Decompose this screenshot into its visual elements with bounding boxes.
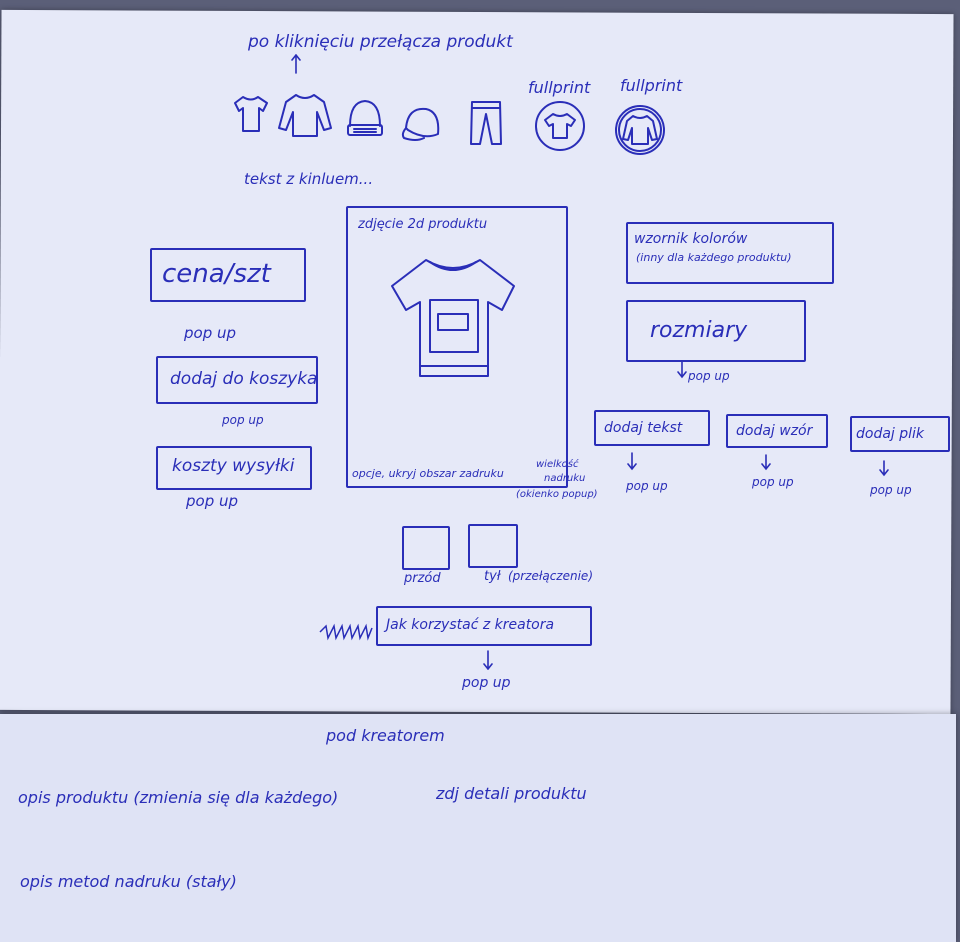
back-view-thumb[interactable]: [468, 524, 518, 568]
down-arrow-icon: [677, 360, 687, 379]
add-to-cart-button[interactable]: dodaj do koszyka: [156, 356, 318, 404]
add-pattern-button[interactable]: dodaj wzór: [726, 414, 828, 448]
color-swatch-box[interactable]: wzornik kolorów (inny dla każdego produk…: [626, 222, 834, 284]
print-size-caption-1: wielkość: [536, 459, 579, 470]
add-file-button[interactable]: dodaj plik: [850, 416, 950, 452]
add-text-button[interactable]: dodaj tekst: [594, 410, 710, 446]
tshirt-preview-icon: [391, 259, 515, 377]
add-file-label: dodaj plik: [856, 426, 925, 442]
add-to-cart-label: dodaj do koszyka: [170, 369, 318, 389]
print-size-caption-3: (okienko popup): [516, 489, 598, 500]
how-to-use-button[interactable]: Jak korzystać z kreatora: [376, 606, 592, 646]
price-box: cena/szt: [150, 248, 306, 302]
back-label: tył: [484, 569, 501, 584]
sizes-select[interactable]: rozmiary: [626, 300, 806, 362]
shipping-cost-button[interactable]: koszty wysyłki: [156, 446, 312, 490]
print-size-caption-2: nadruku: [544, 473, 586, 484]
long-sleeve-icon[interactable]: [278, 92, 334, 138]
text-colors-note: tekst z kinluem...: [244, 170, 374, 188]
preview-options-caption[interactable]: opcje, ukryj obszar zadruku: [352, 467, 504, 480]
paper-sheet-bottom: [0, 714, 956, 942]
switch-product-note: po kliknięciu przełącza produkt: [248, 32, 513, 52]
color-swatch-note: (inny dla każdego produktu): [636, 251, 792, 264]
shipping-cost-label: koszty wysyłki: [172, 456, 295, 476]
sizes-label: rozmiary: [650, 318, 748, 343]
fullprint-longsleeve-icon[interactable]: [614, 104, 666, 156]
below-creator-heading: pod kreatorem: [326, 726, 445, 745]
front-label: przód: [404, 571, 441, 586]
add-text-popup-note: pop up: [626, 479, 668, 493]
add-to-cart-popup-note: pop up: [222, 413, 264, 427]
detail-photos-note: zdj detali produktu: [436, 784, 587, 803]
tshirt-icon[interactable]: [232, 95, 268, 133]
switch-note: (przełączenie): [508, 569, 593, 583]
add-pattern-label: dodaj wzór: [736, 423, 813, 439]
color-swatch-label: wzornik kolorów: [634, 231, 748, 247]
printing-methods-note: opis metod nadruku (stały): [20, 872, 237, 891]
down-arrow-icon: [483, 650, 493, 670]
add-pattern-popup-note: pop up: [752, 475, 794, 489]
down-arrow-icon: [879, 460, 889, 477]
shipping-popup-note: pop up: [186, 492, 239, 510]
up-arrow-icon: [291, 54, 301, 74]
add-file-popup-note: pop up: [870, 483, 912, 497]
down-arrow-icon: [761, 454, 771, 471]
how-to-use-label: Jak korzystać z kreatora: [386, 617, 555, 633]
fullprint-label-2: fullprint: [620, 76, 683, 95]
fullprint-tshirt-icon[interactable]: [534, 100, 586, 152]
cap-icon[interactable]: [401, 104, 444, 144]
beanie-icon[interactable]: [346, 98, 384, 138]
add-text-label: dodaj tekst: [604, 420, 683, 436]
sizes-popup-note: pop up: [688, 369, 730, 383]
pants-icon[interactable]: [468, 100, 504, 146]
fullprint-label: fullprint: [528, 78, 591, 97]
product-preview-area[interactable]: [346, 206, 568, 488]
down-arrow-icon: [627, 452, 637, 471]
price-label: cena/szt: [162, 259, 271, 289]
price-popup-note: pop up: [184, 324, 237, 342]
scribble-mark: [319, 623, 373, 641]
front-view-thumb[interactable]: [402, 526, 450, 570]
how-to-use-popup-note: pop up: [462, 675, 511, 691]
product-description-note: opis produktu (zmienia się dla każdego): [18, 788, 339, 807]
preview-title: zdjęcie 2d produktu: [358, 217, 488, 232]
